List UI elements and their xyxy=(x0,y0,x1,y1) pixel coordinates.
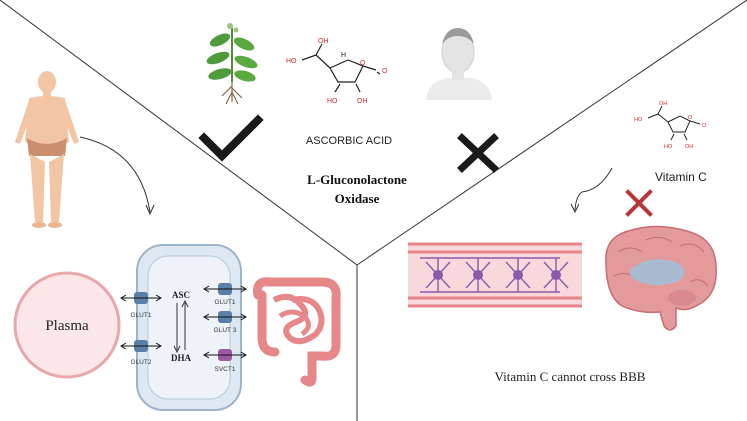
vc-atom-ho-bottom: HO xyxy=(664,144,673,150)
transporter-label-glut1-right: GLUT1 xyxy=(215,299,236,306)
cell-diagram: ASC DHA GLUT1 GLUT2 xyxy=(120,244,247,411)
divider-right xyxy=(356,0,747,266)
neuron-bodies xyxy=(433,270,561,280)
ascorbic-acid-label: ASCORBIC ACID xyxy=(306,135,392,147)
ascorbic-acid-atoms: OH HO H O O HO OH xyxy=(286,38,388,105)
bbb-cross-mark xyxy=(625,189,653,217)
enzyme-title-line2: Oxidase xyxy=(335,191,380,206)
atom-o-ring: O xyxy=(360,60,366,67)
brain-illustration xyxy=(605,225,717,331)
vitamin-c-label: Vitamin C xyxy=(655,170,707,184)
human-cross-mark xyxy=(457,133,499,173)
atom-h: H xyxy=(341,52,346,59)
asc-dha-arrows xyxy=(173,299,189,354)
bbb-caption: Vitamin C cannot cross BBB xyxy=(495,369,646,384)
plasma-label: Plasma xyxy=(45,318,89,334)
vitamin-c-structure xyxy=(647,105,701,141)
atom-oh-bottom: OH xyxy=(357,98,368,105)
cell-asc-label: ASC xyxy=(172,290,190,300)
vc-atom-oh-top: OH xyxy=(659,101,667,107)
transporter-label-glut1-left: GLUT1 xyxy=(131,312,152,319)
body-to-cell-arrow xyxy=(79,136,155,216)
transporter-svct1: SVCT1 xyxy=(203,349,247,373)
cell-dha-label: DHA xyxy=(171,353,192,363)
atom-ho-bottom: HO xyxy=(327,98,338,105)
plant-check-mark xyxy=(198,114,264,162)
atom-o-carbonyl: O xyxy=(382,68,388,75)
plant-illustration xyxy=(206,23,258,105)
transporter-label-glut2: GLUT2 xyxy=(131,359,152,366)
vc-atom-o-carbonyl: O xyxy=(702,123,707,129)
transporter-glut1-left: GLUT1 xyxy=(120,292,162,319)
intestine-illustration xyxy=(253,277,341,387)
divider-left xyxy=(0,0,358,266)
human-head-illustration xyxy=(426,28,492,100)
plasma-circle: Plasma xyxy=(13,271,121,379)
vc-atom-o-ring: O xyxy=(688,115,693,121)
transporter-glut3: GLUT 3 xyxy=(203,311,247,334)
blood-brain-barrier-vessel xyxy=(408,242,582,308)
transporter-label-glut3: GLUT 3 xyxy=(214,327,237,334)
vc-atom-ho-left: HO xyxy=(634,117,643,123)
vc-atom-oh-bottom: OH xyxy=(685,144,693,150)
transporter-glut1-right: GLUT1 xyxy=(203,283,247,306)
transporter-label-svct1: SVCT1 xyxy=(215,366,236,373)
atom-ho-left: HO xyxy=(286,58,297,65)
human-body-figure xyxy=(15,71,79,228)
vitamin-c-arrow xyxy=(570,167,613,214)
vitamin-c-atoms: OH HO O O HO OH xyxy=(634,101,707,150)
ascorbic-acid-structure xyxy=(301,43,381,93)
atom-oh-top: OH xyxy=(318,38,329,45)
transporter-glut2-left: GLUT2 xyxy=(120,340,162,366)
enzyme-title-line1: L-Gluconolactone xyxy=(307,172,407,187)
